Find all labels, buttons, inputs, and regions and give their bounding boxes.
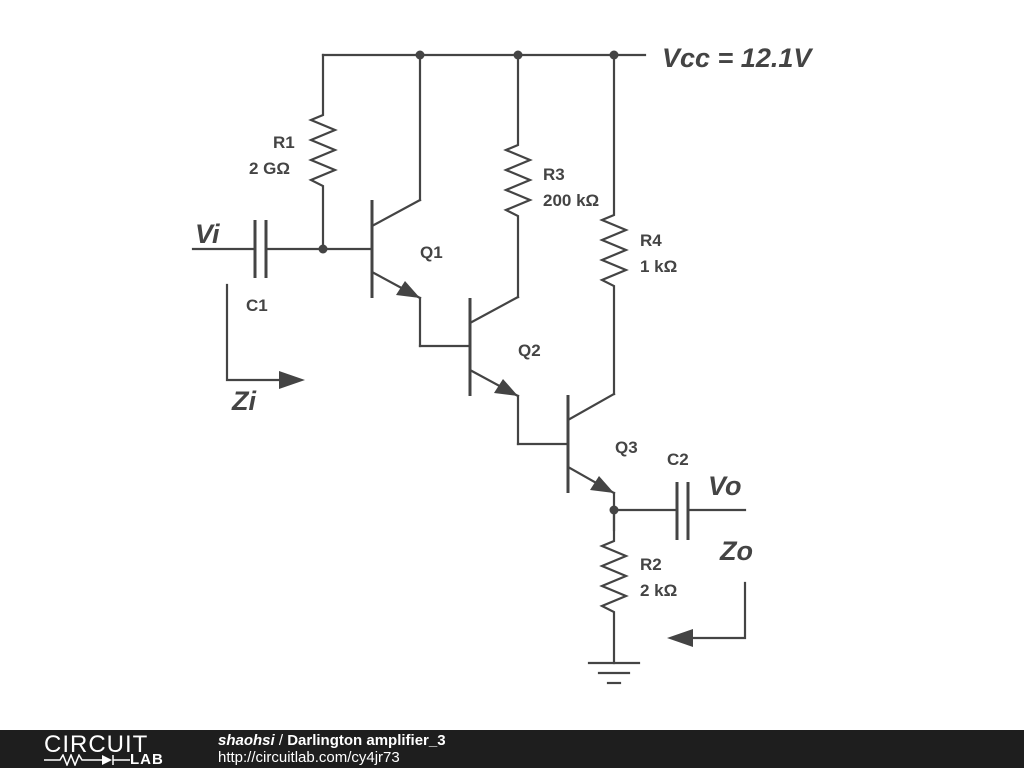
resistor-r3 [503, 53, 533, 299]
circuit-meta: shaohsi / Darlington amplifier_3 http://… [218, 732, 446, 766]
r2-value: 2 kΩ [640, 581, 677, 600]
zo-arrow [667, 581, 747, 647]
logo-text-bottom: LAB [130, 751, 164, 768]
vi-label: Vi [195, 219, 220, 249]
output-wire [609, 482, 747, 540]
transistor-q1 [370, 53, 470, 348]
r4-name: R4 [640, 231, 662, 250]
logo-text-top: CIRCUIT [44, 731, 149, 758]
c2-label: C2 [667, 450, 689, 469]
zo-label: Zo [719, 536, 753, 566]
resistor-r2 [599, 508, 629, 665]
footer-bar: CIRCUIT LAB shaohsi / Darlington amplifi… [0, 730, 1024, 768]
ground-symbol [587, 661, 641, 685]
r3-value: 200 kΩ [543, 191, 599, 210]
meta-separator: / [274, 732, 288, 749]
resistor-r4 [599, 53, 629, 396]
q2-label: Q2 [518, 341, 541, 360]
vcc-label: Vcc = 12.1V [662, 43, 813, 73]
circuit-title-link[interactable]: Darlington amplifier_3 [287, 732, 446, 749]
r4-value: 1 kΩ [640, 257, 677, 276]
circuitlab-logo[interactable]: CIRCUIT LAB [40, 732, 180, 768]
r2-name: R2 [640, 555, 662, 574]
transistor-q3 [566, 392, 616, 532]
transistor-q2 [468, 295, 568, 446]
zi-label: Zi [231, 386, 256, 416]
resistor-r1 [308, 53, 338, 251]
circuit-url-link[interactable]: http://circuitlab.com/cy4jr73 [218, 749, 400, 766]
input-wire [191, 220, 372, 278]
zi-arrow [225, 283, 305, 389]
vo-label: Vo [708, 471, 742, 501]
r1-name: R1 [273, 133, 295, 152]
logo-squiggle-icon [44, 754, 130, 766]
author-link[interactable]: shaohsi [218, 732, 275, 749]
q1-label: Q1 [420, 243, 443, 262]
r3-name: R3 [543, 165, 565, 184]
vcc-rail [321, 50, 647, 60]
r1-value: 2 GΩ [249, 159, 290, 178]
c1-label: C1 [246, 296, 268, 315]
darlington-schematic: Vcc = 12.1V R1 2 GΩ Vi C1 Zi Q1 R3 200 k… [191, 43, 813, 685]
q3-label: Q3 [615, 438, 638, 457]
